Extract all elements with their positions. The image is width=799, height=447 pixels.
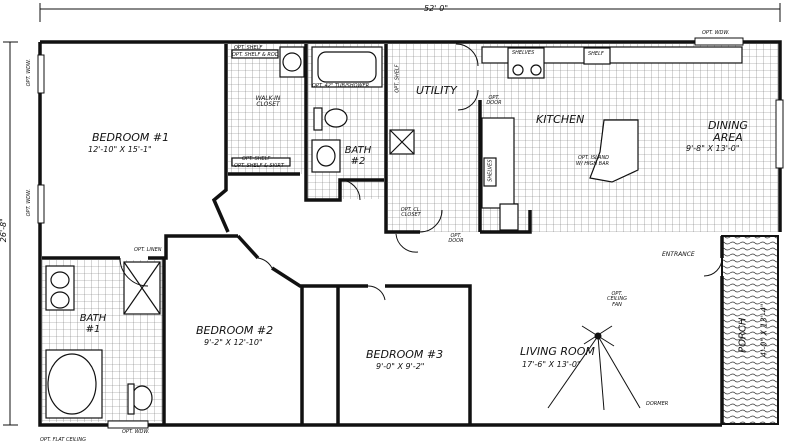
opt-shelf-closet-bottom: OPT. SHELF (242, 156, 271, 162)
living-room-label: LIVING ROOM (520, 345, 595, 358)
porch-deck (721, 235, 779, 425)
windows (37, 37, 784, 429)
shelves-note-a: SHELVES (512, 50, 535, 56)
island-note: OPT. ISLAND (578, 155, 610, 161)
opt-shelf-utility: OPT. SHELF (394, 64, 401, 93)
bath1-label: BATH #1 (79, 313, 107, 335)
opt-closet-note: OPT. CL. CLOSET (400, 207, 422, 219)
bedroom3-label: BEDROOM #3 (366, 348, 444, 361)
ceiling-fan-opt: OPT. CEILING FAN (607, 291, 627, 308)
dimension-lines (3, 0, 781, 426)
bath2-label: BATH #2 (344, 145, 372, 167)
linen-note: OPT. LINEN (134, 247, 162, 253)
bedroom2-label: BEDROOM #2 (196, 324, 274, 337)
porch-size: 4'-0" X 13'-4" (759, 303, 769, 357)
opt-window-left-top: OPT. WDW. (26, 58, 33, 87)
dormer-label: DORMER (646, 401, 669, 407)
entrance-label: ENTRANCE (662, 251, 695, 258)
opt-window-bottom: OPT. WDW. (122, 429, 150, 435)
bottom-note: OPT. FLAT CEILING (40, 437, 86, 443)
kitchen-label: KITCHEN (536, 113, 585, 126)
opt-door-utility: OPT. DOOR (486, 95, 502, 107)
overall-depth: 26'-8" (0, 218, 8, 243)
island-bar-note: W/ HIGH BAR (576, 161, 610, 167)
opt-shelf-skirt: OPT. SHELF & SKIRT (234, 163, 284, 169)
kitchen-shelf-note: SHELF (588, 51, 604, 57)
living-room-size: 17'-6" X 13'-0" (522, 360, 581, 369)
porch-label: PORCH (737, 317, 749, 353)
bedroom1-label: BEDROOM #1 (92, 131, 170, 144)
tub-shower-note: OPT. 42" TUB/SHOWER (312, 83, 370, 89)
bedroom3-size: 9'-0" X 9'-2" (376, 362, 425, 371)
opt-window-top: OPT. WDW. (702, 30, 730, 36)
ceiling-fan (547, 325, 641, 411)
dining-area-size: 9'-8" X 13'-0" (686, 144, 740, 153)
fixtures (45, 46, 743, 419)
opt-shelf-closet-top: OPT. SHELF (234, 45, 263, 51)
shelves-note-b: SHELVES (487, 159, 494, 182)
opt-window-left-bottom: OPT. WDW. (26, 188, 33, 217)
opt-door-hall: OPT. DOOR (448, 233, 464, 245)
utility-label: UTILITY (416, 84, 457, 97)
bedroom1-size: 12'-10" X 15'-1" (88, 145, 152, 154)
walls (38, 40, 782, 427)
overall-width: 52'-0" (424, 4, 449, 13)
dining-area-label: DINING AREA (708, 119, 748, 144)
walk-in-closet-label: WALK-IN CLOSET (255, 95, 281, 109)
doors (119, 43, 723, 301)
opt-shelf-rod: OPT. SHELF & ROD (232, 52, 279, 58)
bedroom2-size: 9'-2" X 12'-10" (204, 338, 263, 347)
